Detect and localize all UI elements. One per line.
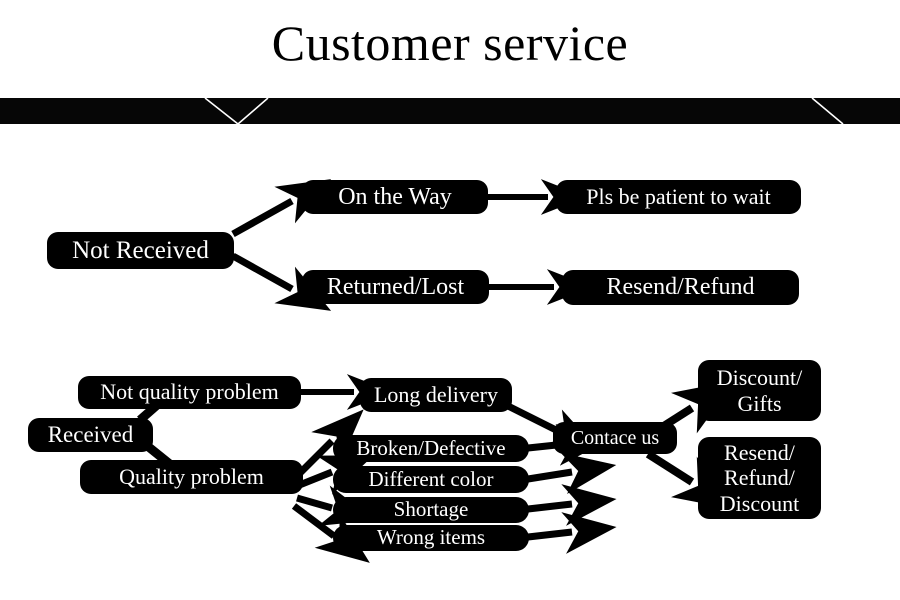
node-discount-gifts[interactable]: Discount/ Gifts <box>698 360 821 421</box>
arrow-quality-problem-to-wrong-items <box>291 503 370 563</box>
node-resend-refund-discount[interactable]: Resend/ Refund/ Discount <box>698 437 821 519</box>
flowchart: Not Received On the Way Pls be patient t… <box>0 124 900 600</box>
arrow-contace-us-to-resend-refund-discount <box>645 450 736 510</box>
node-resend-refund[interactable]: Resend/Refund <box>562 270 799 305</box>
banner-accent-lines <box>204 98 844 124</box>
node-wrong-items[interactable]: Wrong items <box>333 525 529 551</box>
node-received[interactable]: Received <box>28 418 153 452</box>
node-quality-problem[interactable]: Quality problem <box>80 460 303 494</box>
page-title: Customer service <box>271 15 629 71</box>
arrow-long-delivery-to-contace-us <box>506 402 601 453</box>
node-not-quality-problem[interactable]: Not quality problem <box>78 376 301 409</box>
banner-bar <box>0 98 900 124</box>
node-not-received[interactable]: Not Received <box>47 232 234 269</box>
arrow-wrong-items-to-contace-us <box>527 512 617 554</box>
header: Customer service <box>0 0 900 98</box>
arrow-quality-problem-to-shortage <box>296 485 376 526</box>
arrow-not-received-to-returned-lost <box>231 252 332 311</box>
node-pls-be-patient-to-wait[interactable]: Pls be patient to wait <box>556 180 801 214</box>
node-long-delivery[interactable]: Long delivery <box>360 378 512 412</box>
node-contace-us[interactable]: Contace us <box>553 422 677 454</box>
node-on-the-way[interactable]: On the Way <box>302 180 488 214</box>
node-shortage[interactable]: Shortage <box>333 497 529 523</box>
arrow-shortage-to-contace-us <box>527 484 617 526</box>
node-different-color[interactable]: Different color <box>333 466 529 493</box>
arrow-not-received-to-on-the-way <box>231 179 332 238</box>
node-returned-lost[interactable]: Returned/Lost <box>302 270 489 304</box>
arrow-different-color-to-contace-us <box>527 452 617 495</box>
node-broken-defective[interactable]: Broken/Defective <box>333 435 529 462</box>
